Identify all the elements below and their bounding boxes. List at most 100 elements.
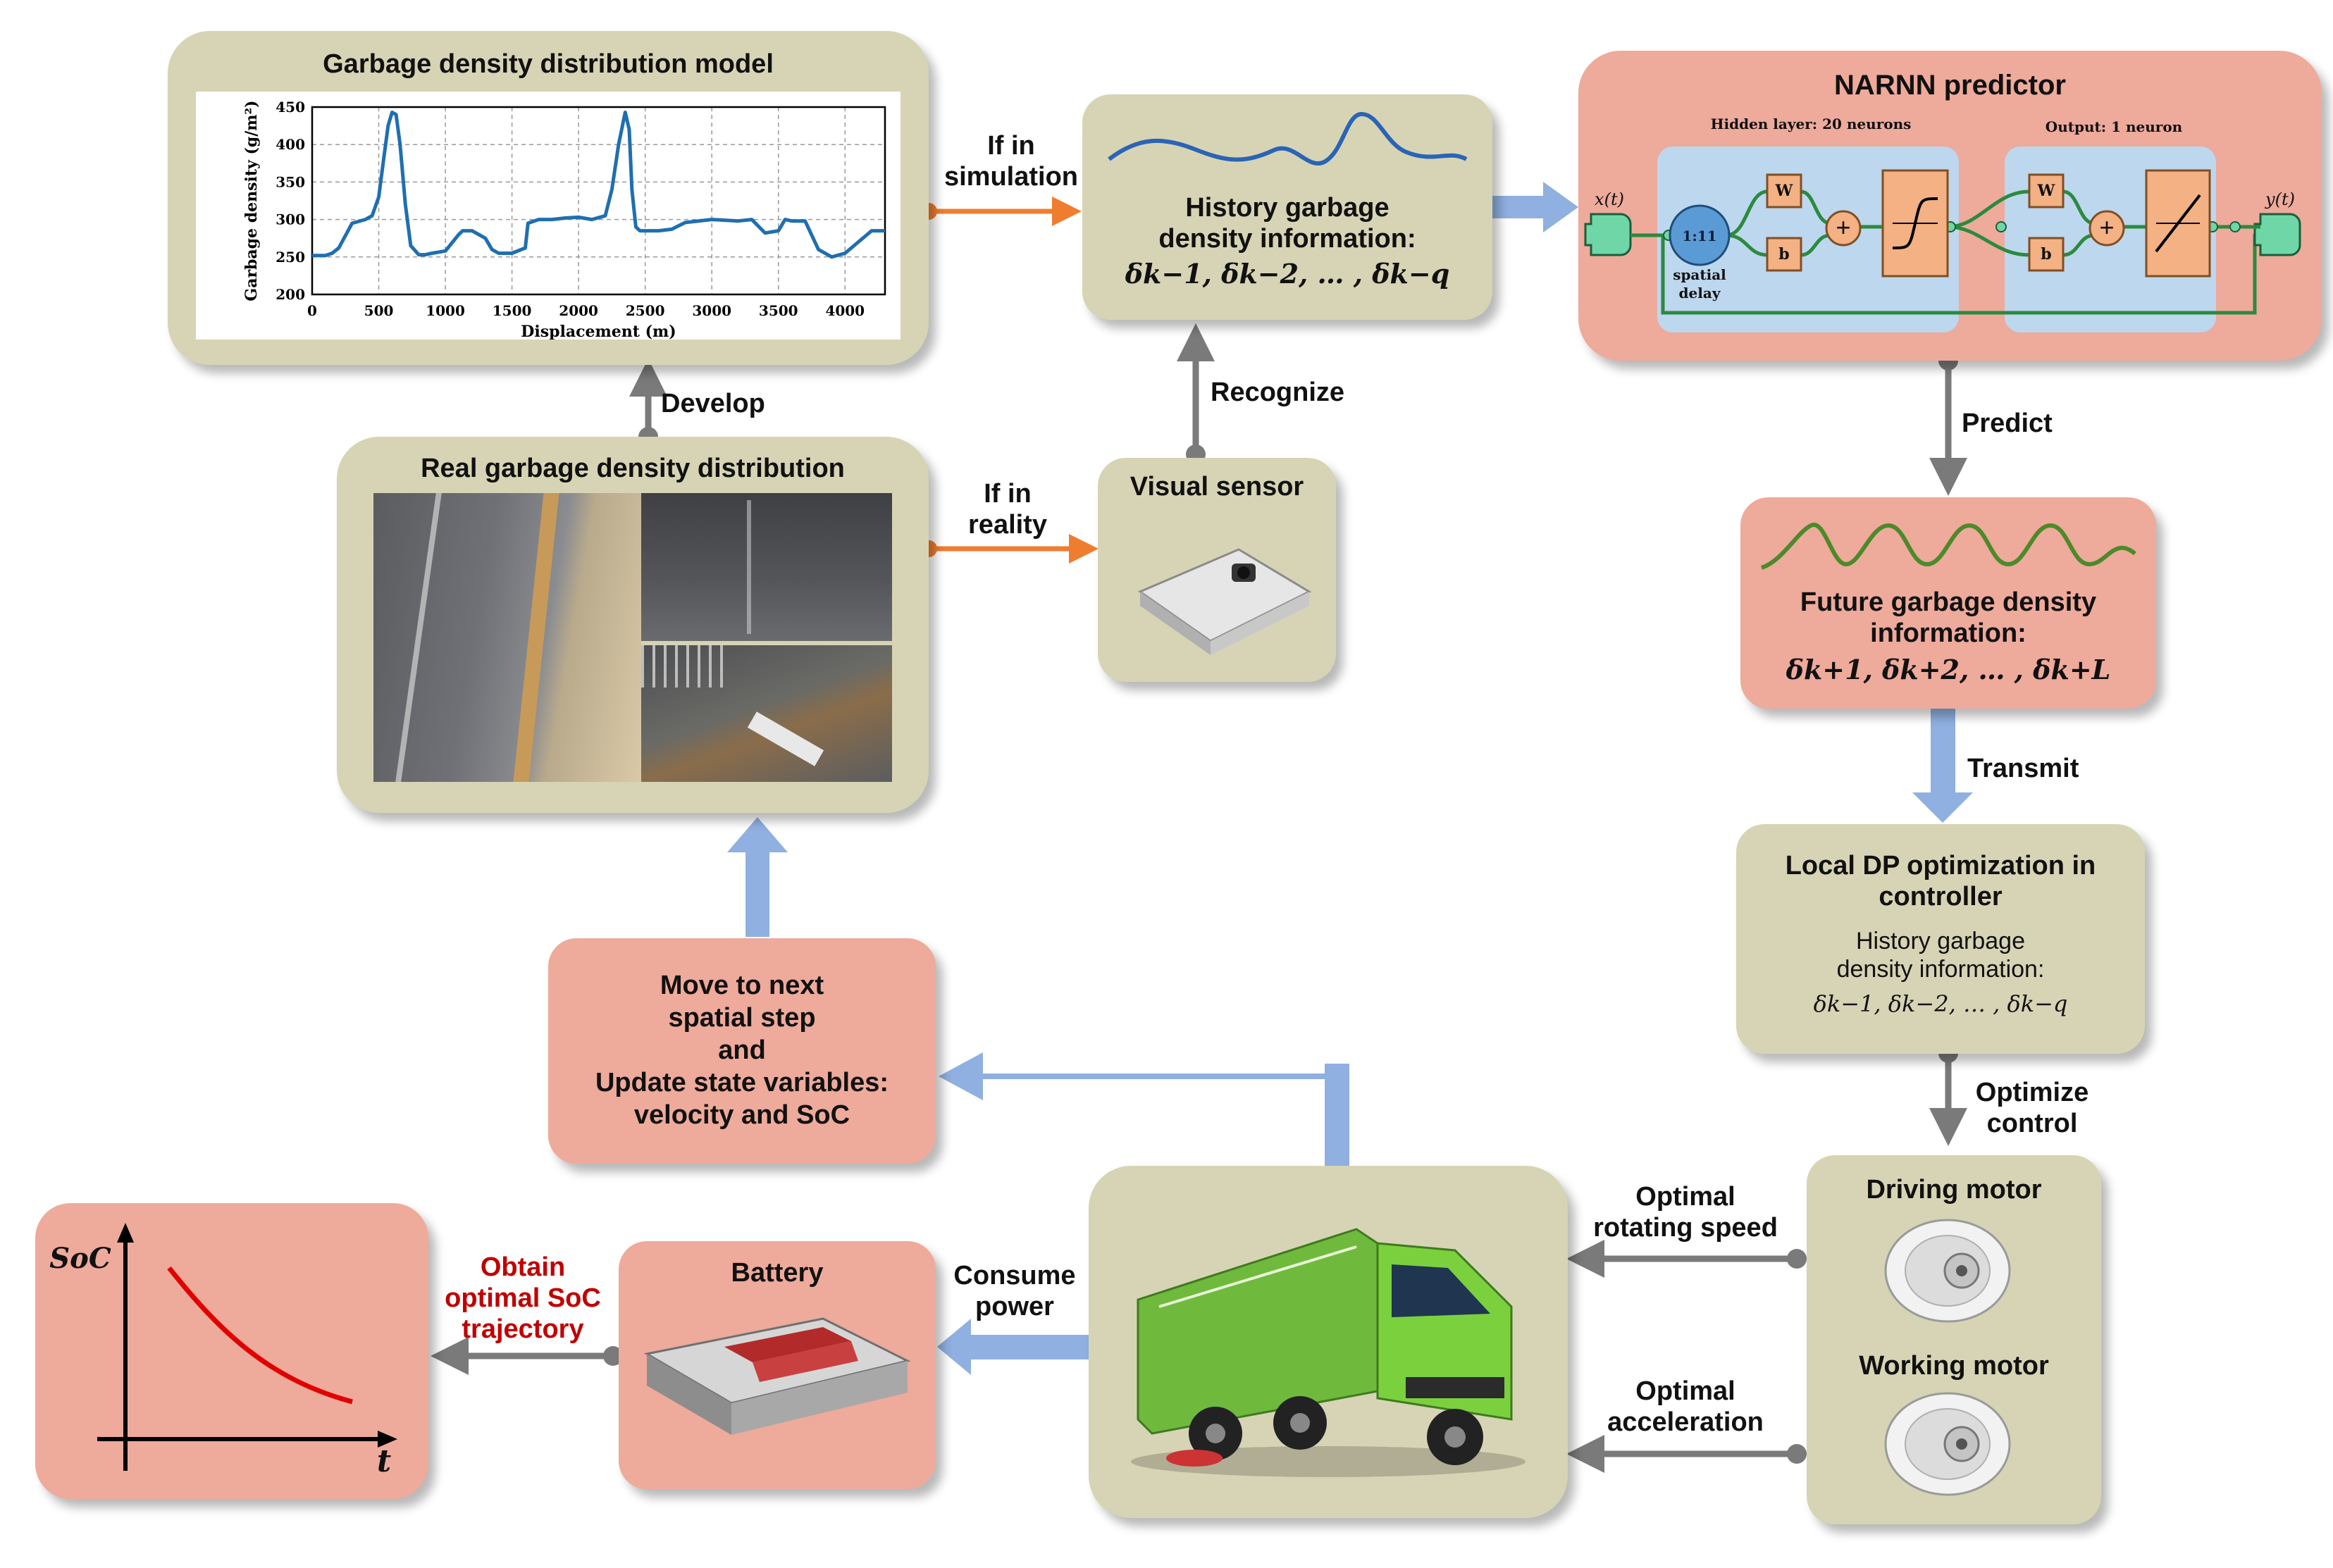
label-rotating-2: rotating speed [1593, 1213, 1778, 1243]
y-tick-label: 300 [276, 211, 305, 228]
history-line1: History garbage [1185, 193, 1390, 223]
label-if-in-sim-2: simulation [943, 162, 1079, 192]
battery-pack-icon [643, 1317, 911, 1435]
dot-obtain [603, 1346, 623, 1366]
move-line3: and [718, 1035, 766, 1065]
road-photo-bottom-right [641, 645, 892, 782]
working-motor-title: Working motor [1859, 1351, 2049, 1381]
y-tick-label: 350 [276, 173, 305, 190]
soc-trajectory-box: SoC t [35, 1203, 428, 1499]
blue-arrow-move-to-real [727, 817, 788, 937]
hidden-b-label: b [1778, 245, 1790, 263]
input-signal-label: x(t) [1595, 189, 1624, 209]
local-sub-line2: density information: [1836, 956, 2045, 983]
output-port-icon [2253, 213, 2301, 256]
label-obtain-2: optimal SoC [445, 1283, 601, 1313]
driving-motor-icon [1884, 1219, 2011, 1323]
label-optimize-1: Optimize [1975, 1078, 2089, 1107]
y-axis-label: Garbage density (g/m²) [242, 100, 261, 301]
narnn-predictor-box: NARNN predictor [1578, 51, 2322, 361]
output-layer-label: Output: 1 neuron [2045, 118, 2183, 135]
move-line5: velocity and SoC [633, 1100, 850, 1130]
label-recognize: Recognize [1211, 378, 1345, 407]
time-axis-label: t [376, 1443, 392, 1479]
output-w-label: W [2037, 182, 2055, 200]
local-sub-line1: History garbage [1855, 928, 2025, 954]
x-tick-label: 1000 [426, 302, 465, 319]
blue-arrow-truck-to-move [939, 1052, 1349, 1166]
dot-rotating [1787, 1249, 1807, 1269]
y-tick-label: 200 [276, 286, 305, 303]
real-density-title: Real garbage density distribution [421, 454, 845, 483]
output-sum-label: + [2099, 213, 2115, 242]
input-port-icon [1584, 213, 1632, 256]
camera-sensor-icon [1137, 548, 1312, 655]
hidden-weight-box [1766, 173, 1802, 209]
delay-label: delay [1678, 285, 1721, 301]
blue-arrow-future-to-local [1912, 708, 1973, 823]
local-formula: δk−1, δk−2, … , δk−q [1813, 990, 2068, 1017]
density-model-title: Garbage density distribution model [323, 49, 774, 79]
battery-title: Battery [731, 1258, 824, 1288]
x-tick-label: 1500 [493, 302, 532, 319]
label-consume-2: power [975, 1292, 1054, 1321]
soc-trajectory-plot [97, 1223, 397, 1471]
x-tick-label: 4000 [825, 302, 865, 319]
x-axis-label: Displacement (m) [521, 323, 676, 340]
label-if-in-real-2: reality [968, 510, 1047, 540]
blue-arrow-history-to-narnn [1487, 182, 1578, 232]
sweeper-truck-box [1089, 1166, 1568, 1518]
density-series-line [312, 110, 885, 259]
delay-value-label: 1:11 [1682, 228, 1717, 244]
history-wave [1108, 112, 1468, 166]
move-line2: spatial step [668, 1003, 816, 1033]
hidden-w-label: W [1775, 182, 1793, 200]
future-wave [1760, 523, 2136, 570]
output-bias-box [2028, 237, 2065, 272]
spatial-delay-node [1669, 204, 1731, 266]
move-line1: Move to next [660, 971, 824, 1000]
blue-arrow-truck-to-battery [937, 1319, 1089, 1375]
history-line2: density information: [1158, 224, 1416, 254]
soc-axis-label: SoC [49, 1242, 111, 1275]
label-if-in-real-1: If in [984, 479, 1032, 509]
y-tick-label: 250 [276, 249, 305, 266]
visual-sensor-title: Visual sensor [1130, 472, 1304, 502]
label-optimize-2: control [1986, 1109, 2078, 1138]
output-sum-node [2088, 210, 2125, 247]
x-tick-label: 2000 [559, 302, 598, 319]
label-obtain-3: trajectory [462, 1314, 584, 1344]
x-tick-label: 500 [364, 302, 394, 319]
density-model-box: Garbage density distribution model 0 500 1… [168, 31, 929, 365]
label-acceleration-2: acceleration [1607, 1407, 1764, 1437]
spatial-label: spatial [1673, 266, 1726, 283]
hidden-bias-box [1766, 237, 1802, 272]
visual-sensor-box: Visual sensor [1098, 458, 1336, 682]
label-rotating-1: Optimal [1635, 1182, 1735, 1212]
label-predict: Predict [1962, 409, 2053, 438]
x-tick-label: 3500 [759, 302, 798, 319]
output-signal-label: y(t) [2265, 189, 2295, 209]
hidden-sum-label: + [1836, 213, 1851, 242]
narnn-network-diagram [1584, 147, 2301, 332]
hidden-layer-label: Hidden layer: 20 neurons [1710, 116, 1912, 132]
move-update-box: Move to next spatial step and Update sta… [548, 938, 936, 1164]
label-consume-1: Consume [953, 1261, 1076, 1290]
x-tick-label: 0 [307, 302, 317, 319]
dot-acceleration [1787, 1444, 1807, 1464]
narnn-title: NARNN predictor [1834, 70, 2066, 101]
y-tick-label: 450 [276, 99, 305, 116]
working-motor-icon [1884, 1392, 2011, 1496]
road-photo-top-right [641, 493, 892, 641]
battery-box: Battery [619, 1241, 936, 1489]
label-develop: Develop [661, 389, 765, 418]
local-dp-line1: Local DP optimization in [1785, 851, 2096, 881]
output-weight-box [2028, 173, 2065, 209]
future-density-box: Future garbage density information: δk+1… [1740, 497, 2156, 709]
output-b-label: b [2041, 245, 2052, 263]
label-obtain-1: Obtain [480, 1252, 566, 1282]
real-density-box: Real garbage density distribution [337, 437, 929, 813]
label-transmit: Transmit [1967, 754, 2079, 783]
